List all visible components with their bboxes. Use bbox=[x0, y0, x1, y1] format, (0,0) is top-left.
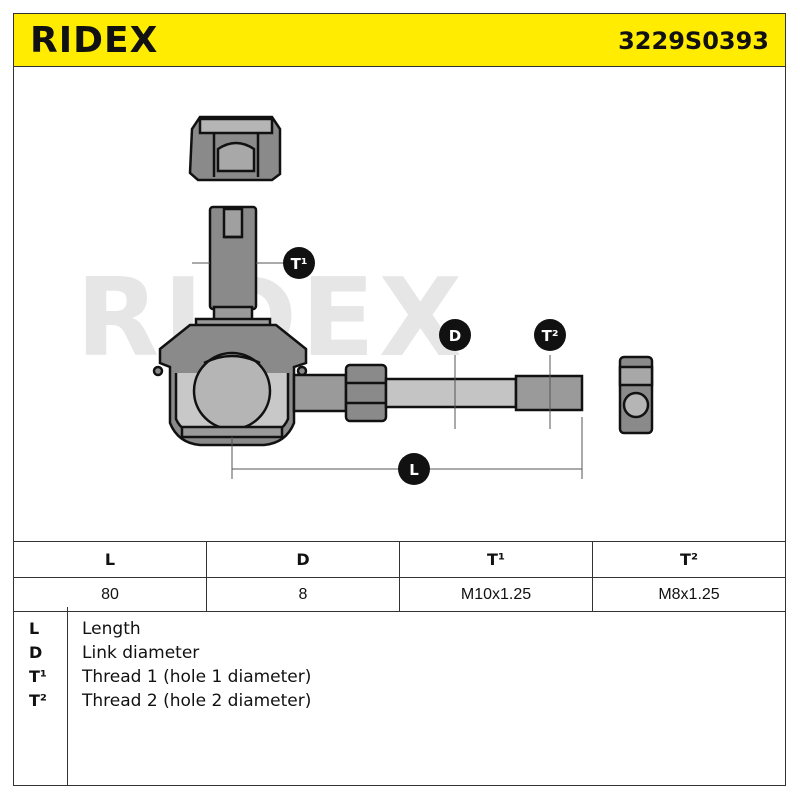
spec-header-l: L bbox=[13, 541, 207, 578]
legend-text: Thread 2 (hole 2 diameter) bbox=[82, 691, 312, 711]
legend-abbr: T¹ bbox=[29, 667, 47, 686]
spec-header-row: L D T¹ T² bbox=[13, 541, 786, 578]
svg-text:D: D bbox=[449, 327, 461, 345]
spec-value-l: 80 bbox=[13, 577, 207, 612]
header-bar: RIDEX 3229S0393 bbox=[13, 13, 786, 67]
callout-t1: T¹ bbox=[283, 247, 315, 279]
brand-logo: RIDEX bbox=[30, 20, 159, 61]
svg-text:T²: T² bbox=[542, 327, 559, 345]
spec-value-t2: M8x1.25 bbox=[592, 577, 786, 612]
spec-header-t1: T¹ bbox=[399, 541, 593, 578]
legend-abbr: D bbox=[29, 643, 43, 662]
technical-drawing: RIDEX bbox=[76, 115, 654, 485]
svg-text:T¹: T¹ bbox=[291, 255, 308, 273]
right-nut bbox=[618, 355, 654, 435]
legend-text: Link diameter bbox=[82, 643, 200, 663]
svg-text:L: L bbox=[409, 461, 419, 479]
legend-item: T² Thread 2 (hole 2 diameter) bbox=[13, 691, 786, 715]
legend: L Length D Link diameter T¹ Thread 1 (ho… bbox=[13, 607, 786, 786]
callout-l: L bbox=[398, 453, 430, 485]
spec-value-t1: M10x1.25 bbox=[399, 577, 593, 612]
spec-value-row: 80 8 M10x1.25 M8x1.25 bbox=[13, 577, 786, 612]
part-number: 3229S0393 bbox=[618, 27, 769, 55]
legend-divider bbox=[67, 607, 68, 786]
link-rod bbox=[292, 363, 584, 423]
spec-value-d: 8 bbox=[206, 577, 400, 612]
spec-table: L D T¹ T² 80 8 M10x1.25 M8x1.25 bbox=[13, 541, 786, 612]
upper-stud bbox=[194, 205, 272, 331]
spec-header-d: D bbox=[206, 541, 400, 578]
legend-text: Thread 1 (hole 1 diameter) bbox=[82, 667, 312, 687]
legend-item: T¹ Thread 1 (hole 1 diameter) bbox=[13, 667, 786, 691]
callout-d: D bbox=[439, 319, 471, 351]
top-nut bbox=[188, 115, 282, 182]
spec-header-t2: T² bbox=[592, 541, 786, 578]
d-t2-dimensions bbox=[454, 355, 551, 429]
ball-joint-housing bbox=[152, 323, 308, 447]
legend-item: D Link diameter bbox=[13, 643, 786, 667]
legend-text: Length bbox=[82, 619, 141, 639]
callout-t2: T² bbox=[534, 319, 566, 351]
legend-abbr: L bbox=[29, 619, 40, 638]
legend-item: L Length bbox=[13, 619, 786, 643]
legend-abbr: T² bbox=[29, 691, 47, 710]
